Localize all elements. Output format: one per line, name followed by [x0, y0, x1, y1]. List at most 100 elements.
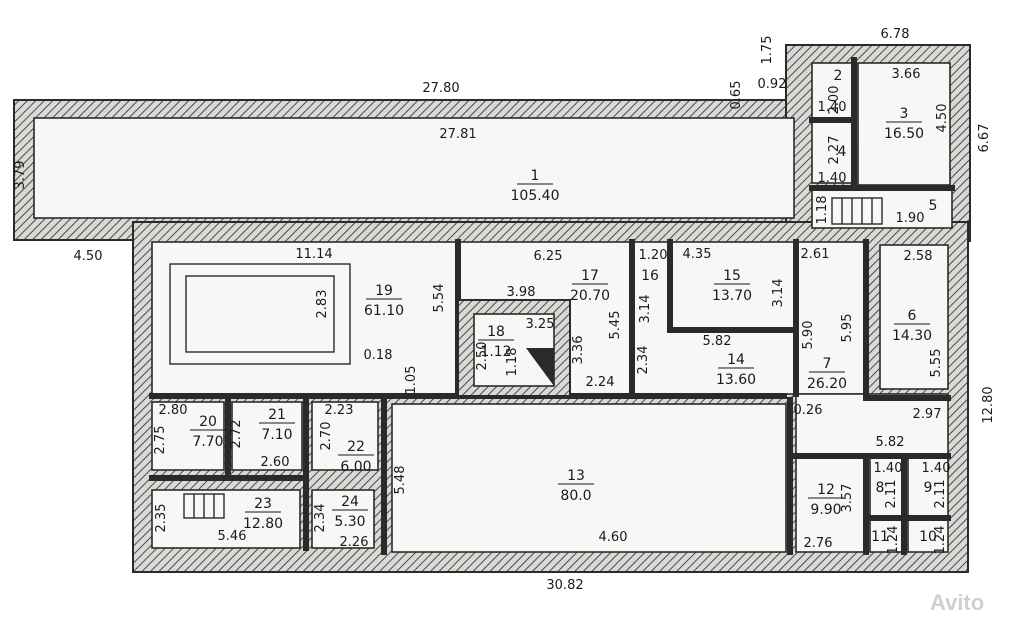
- dimension-label: 2.75: [153, 426, 168, 455]
- dimension-label: 2.50: [475, 342, 490, 371]
- dimension-label: 4.50: [74, 249, 103, 264]
- room-area: 105.40: [511, 188, 560, 204]
- dimension-label: 6.78: [881, 27, 910, 42]
- dimension-label: 1.75: [760, 36, 775, 65]
- room-area: 7.70: [192, 434, 223, 450]
- dimension-label: 3.14: [638, 295, 653, 324]
- room-number: 7: [823, 356, 832, 372]
- dimension-label: 2.34: [636, 346, 651, 375]
- dimension-label: 3.14: [771, 279, 786, 308]
- dimension-label: 1.20: [639, 248, 668, 263]
- room-number: 11: [871, 529, 889, 545]
- stairs: [183, 197, 883, 519]
- dimension-label: 2.35: [154, 504, 169, 533]
- watermark: Avito: [930, 590, 984, 615]
- dimension-label: 5.82: [876, 435, 905, 450]
- room-number: 14: [727, 352, 745, 368]
- room-area: 5.30: [334, 514, 365, 530]
- dimension-label: 4.35: [683, 247, 712, 262]
- room-area: 20.70: [570, 288, 610, 304]
- dimension-label: 1.40: [874, 461, 903, 476]
- room-number: 12: [817, 482, 835, 498]
- dimension-label: 1.24: [933, 526, 948, 555]
- dimension-label: 2.60: [261, 455, 290, 470]
- room-number: 1: [531, 168, 540, 184]
- dimension-label: 3.98: [507, 285, 536, 300]
- room-number: 16: [641, 268, 659, 284]
- room-area: 6.00: [340, 459, 371, 475]
- dimension-label: 3.79: [13, 161, 28, 190]
- room-number: 23: [254, 496, 272, 512]
- room-number: 21: [268, 407, 286, 423]
- room-area: 80.0: [560, 488, 591, 504]
- room-number: 6: [908, 308, 917, 324]
- dimension-label: 0.18: [364, 348, 393, 363]
- dimension-label: 1.90: [896, 211, 925, 226]
- room-number: 18: [487, 324, 505, 340]
- room-area: 16.50: [884, 126, 924, 142]
- room-number: 22: [347, 439, 365, 455]
- dimension-label: 2.34: [313, 504, 328, 533]
- dimension-label: 2.23: [325, 403, 354, 418]
- room-number: 4: [838, 144, 847, 160]
- dimension-label: 5.82: [703, 334, 732, 349]
- dimension-label: 5.95: [840, 314, 855, 343]
- room-number: 24: [341, 494, 359, 510]
- room-number: 15: [723, 268, 741, 284]
- dimension-label: 5.45: [608, 311, 623, 340]
- room-area: 26.20: [807, 376, 847, 392]
- dimension-label: 0.26: [794, 403, 823, 418]
- dimension-label: 2.27: [827, 136, 842, 165]
- dimension-label: 2.24: [586, 375, 615, 390]
- room-number: 20: [199, 414, 217, 430]
- dimension-label: 30.82: [546, 578, 583, 593]
- room-number: 10: [919, 529, 937, 545]
- dimension-label: 11.14: [295, 247, 332, 262]
- dimension-label: 2.58: [904, 249, 933, 264]
- dimension-label: 5.54: [432, 284, 447, 313]
- dimension-label: 6.67: [977, 124, 992, 153]
- dimension-label: 2.70: [319, 422, 334, 451]
- dimension-label: 2.11: [884, 480, 899, 509]
- dimension-label: 5.48: [393, 466, 408, 495]
- room-area: 61.10: [364, 303, 404, 319]
- dimension-label: 1.40: [818, 100, 847, 115]
- dimension-label: 1.18: [505, 348, 520, 377]
- room-number: 17: [581, 268, 599, 284]
- dimension-label: 5.46: [218, 529, 247, 544]
- partitions: [149, 57, 955, 555]
- dimension-label: 3.25: [526, 317, 555, 332]
- dimension-label: 0.65: [729, 81, 744, 110]
- dimension-label: 2.11: [933, 480, 948, 509]
- dimension-label: 1.40: [922, 461, 951, 476]
- dimension-label: 2.80: [159, 403, 188, 418]
- room-number: 8: [876, 480, 885, 496]
- room-area: 12.80: [243, 516, 283, 532]
- room-number: 13: [567, 468, 585, 484]
- dimension-label: 5.90: [801, 321, 816, 350]
- dimension-label: 2.61: [801, 247, 830, 262]
- dimension-label: 6.25: [534, 249, 563, 264]
- dimension-label: 4.50: [935, 104, 950, 133]
- shaft-18: [457, 299, 571, 397]
- room-area: 7.10: [261, 427, 292, 443]
- room-number: 2: [834, 68, 843, 84]
- room-number: 5: [929, 198, 938, 214]
- dimension-label: 1.40: [818, 171, 847, 186]
- dimension-label: 1.24: [886, 526, 901, 555]
- dimension-label: 3.36: [571, 336, 586, 365]
- dimension-label: 2.26: [340, 535, 369, 550]
- dimension-label: 2.00: [827, 86, 842, 115]
- dimension-label: 3.66: [892, 67, 921, 82]
- dimension-label: 2.83: [315, 290, 330, 319]
- dimension-label: 1.05: [404, 366, 419, 395]
- room-area: 1.12: [480, 344, 511, 360]
- room-area: 9.90: [810, 502, 841, 518]
- dimension-label: 0.92: [758, 77, 787, 92]
- dimension-label: 27.81: [439, 127, 476, 142]
- dimension-label: 2.97: [913, 407, 942, 422]
- dimension-label: 4.60: [599, 530, 628, 545]
